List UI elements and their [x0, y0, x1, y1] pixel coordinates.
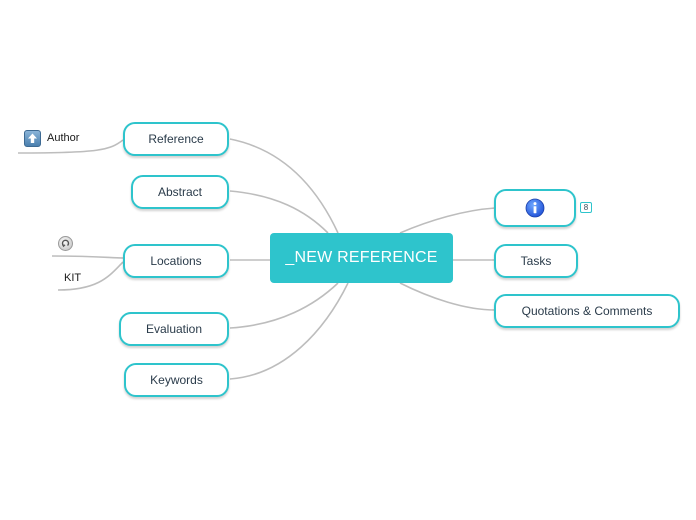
info-icon — [525, 198, 545, 218]
topic-reference[interactable]: Reference — [123, 122, 229, 156]
topic-locations[interactable]: Locations — [123, 244, 229, 278]
subtopic-kit[interactable]: KIT — [64, 272, 82, 284]
subtopic-author[interactable]: Author — [47, 132, 80, 144]
topic-evaluation[interactable]: Evaluation — [119, 312, 229, 346]
topic-abstract[interactable]: Abstract — [131, 175, 229, 209]
topic-tasks[interactable]: Tasks — [494, 244, 578, 278]
attachment-count-badge[interactable]: 8 — [580, 202, 592, 213]
up-arrow-icon — [24, 130, 41, 147]
topic-keywords[interactable]: Keywords — [124, 363, 229, 397]
central-topic[interactable]: _NEW REFERENCE — [270, 233, 453, 283]
topic-info[interactable] — [494, 189, 576, 227]
topic-quotations-comments[interactable]: Quotations & Comments — [494, 294, 680, 328]
link-icon[interactable] — [58, 236, 73, 251]
